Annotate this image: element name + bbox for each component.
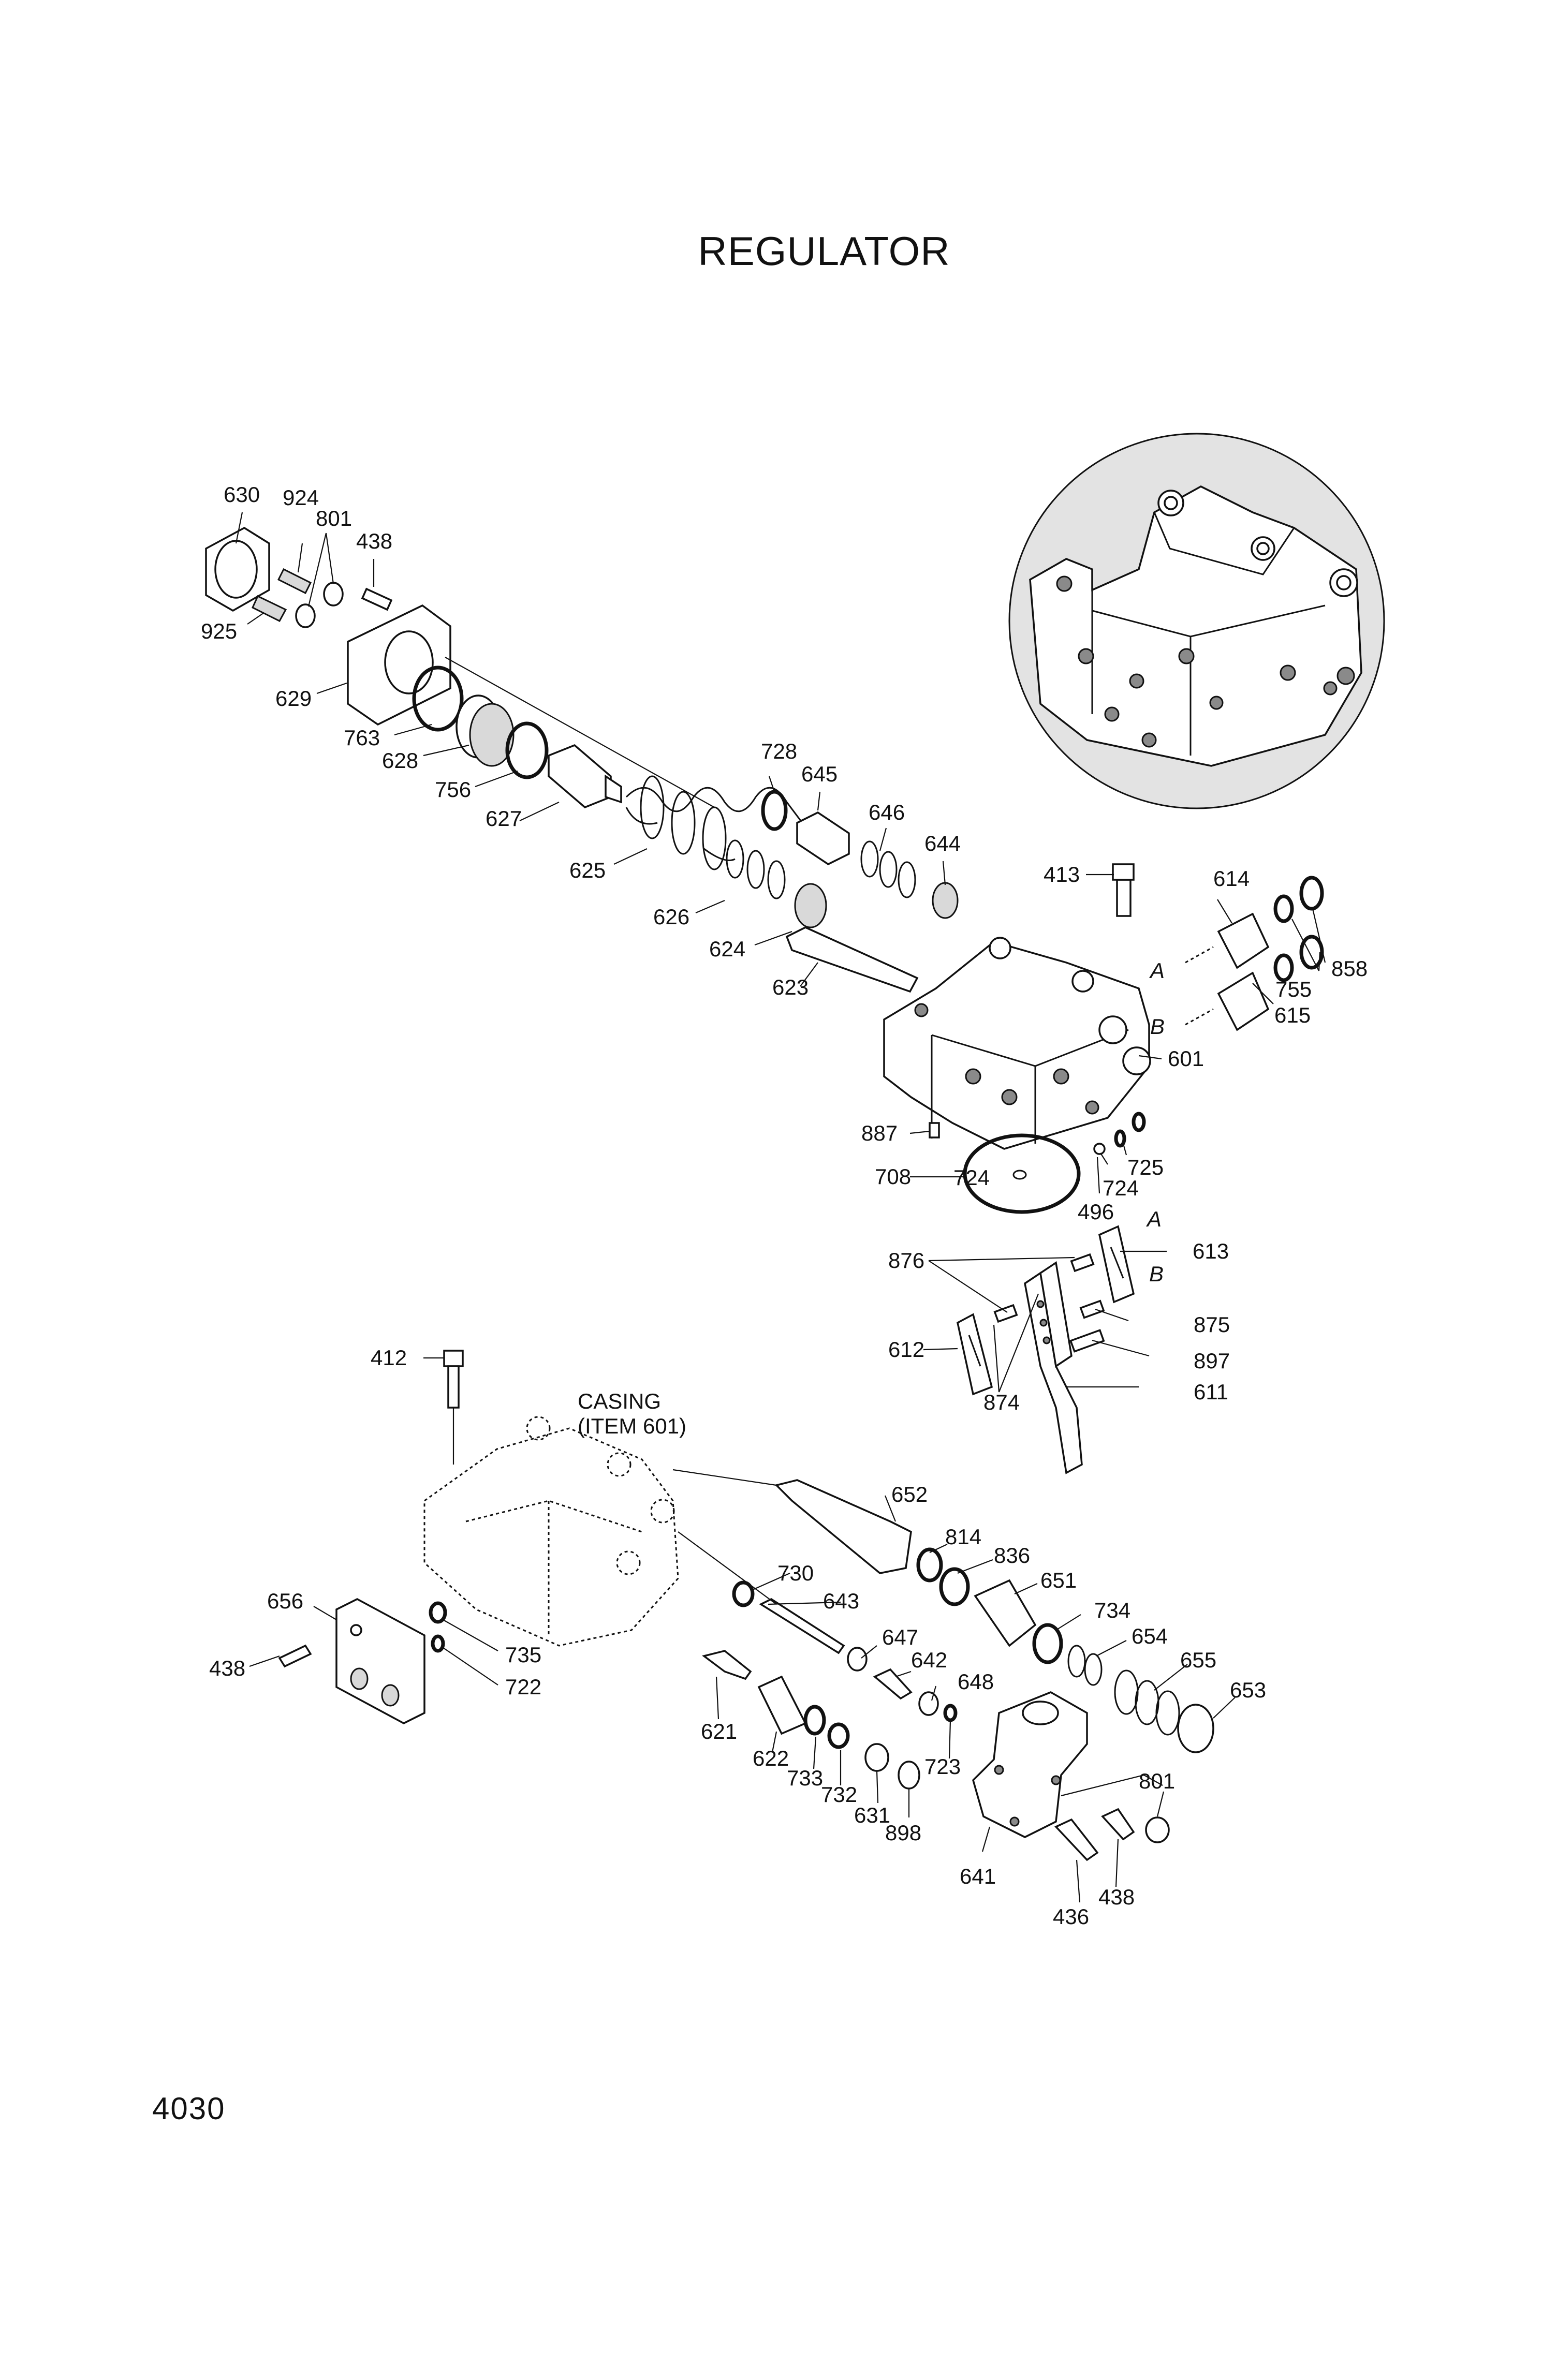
callout-624: 624 [709, 937, 745, 961]
callout-801: 801 [1139, 1769, 1175, 1793]
callout-647: 647 [882, 1625, 918, 1649]
port-letters: A B A B [1145, 958, 1165, 1286]
callout-654: 654 [1132, 1624, 1168, 1648]
callout-615: 615 [1274, 1003, 1311, 1027]
callout-412: 412 [371, 1346, 407, 1370]
callout-614: 614 [1213, 866, 1250, 891]
callout-874: 874 [983, 1390, 1020, 1414]
callout-630: 630 [224, 482, 260, 507]
callout-732: 732 [821, 1782, 857, 1807]
page-number: 4030 [152, 2091, 226, 2126]
callout-898: 898 [885, 1821, 921, 1845]
callout-413: 413 [1044, 862, 1080, 886]
callout-755: 755 [1275, 977, 1312, 1001]
callout-708: 708 [875, 1164, 911, 1189]
callout-642: 642 [911, 1648, 947, 1672]
callout-645: 645 [801, 762, 838, 786]
callout-756: 756 [435, 777, 471, 802]
port-letter-a: A [1149, 958, 1165, 983]
callout-625: 625 [569, 858, 606, 882]
callout-723: 723 [924, 1754, 961, 1779]
callout-876: 876 [888, 1248, 924, 1273]
callout-725: 725 [1127, 1155, 1164, 1179]
callout-601: 601 [1168, 1046, 1204, 1071]
callout-924: 924 [283, 485, 319, 510]
callout-656: 656 [267, 1589, 303, 1613]
callout-621: 621 [701, 1719, 737, 1743]
callout-641: 641 [960, 1864, 996, 1888]
port-letter-b: B [1149, 1262, 1164, 1286]
leader-lines [235, 512, 1326, 1903]
page-title: REGULATOR [698, 228, 950, 274]
callout-623: 623 [772, 975, 809, 999]
casing-note-line1: CASING [578, 1389, 661, 1413]
callout-728: 728 [761, 739, 797, 763]
casing-601-upper [883, 863, 1324, 1214]
callout-814: 814 [945, 1525, 981, 1549]
callout-724: 724 [1103, 1176, 1139, 1200]
callout-628: 628 [382, 748, 418, 773]
callout-836: 836 [994, 1543, 1030, 1568]
callout-611: 611 [1194, 1380, 1228, 1404]
callout-730: 730 [777, 1561, 814, 1585]
callout-629: 629 [275, 686, 312, 711]
casing-note-line2: (ITEM 601) [578, 1414, 686, 1438]
callout-651: 651 [1040, 1568, 1077, 1592]
callout-925: 925 [201, 619, 237, 643]
callout-801: 801 [316, 506, 352, 530]
callout-875: 875 [1194, 1312, 1230, 1337]
callout-763: 763 [344, 726, 380, 750]
callout-858: 858 [1331, 956, 1368, 981]
callout-436: 436 [1053, 1904, 1089, 1929]
callout-438: 438 [356, 529, 392, 553]
callout-627: 627 [486, 806, 522, 831]
port-letter-b: B [1150, 1014, 1165, 1039]
lower-parts-group [672, 1469, 1214, 1861]
callout-652: 652 [891, 1482, 928, 1506]
callout-724: 724 [953, 1165, 990, 1190]
callout-646: 646 [869, 800, 905, 824]
callout-631: 631 [854, 1803, 890, 1827]
callout-653: 653 [1230, 1678, 1266, 1702]
callout-897: 897 [1194, 1349, 1230, 1373]
callout-735: 735 [505, 1643, 541, 1667]
callout-643: 643 [823, 1589, 859, 1613]
callout-722: 722 [505, 1675, 541, 1699]
callout-612: 612 [888, 1337, 924, 1362]
callout-438: 438 [1098, 1885, 1135, 1909]
port-letter-a: A [1145, 1207, 1162, 1231]
callout-648: 648 [958, 1669, 994, 1694]
part-number-callouts: 630 924 801 438 925 629 763 628 756 627 … [201, 482, 1368, 1929]
callout-496: 496 [1078, 1200, 1114, 1224]
callout-733: 733 [787, 1766, 823, 1790]
assembled-regulator-inset [1008, 433, 1385, 809]
callout-887: 887 [861, 1121, 898, 1145]
callout-655: 655 [1180, 1648, 1216, 1672]
upper-parts-group [205, 526, 959, 993]
casing-dotted-lower [278, 1350, 679, 1724]
callout-626: 626 [653, 905, 689, 929]
callout-613: 613 [1193, 1239, 1229, 1263]
callout-622: 622 [753, 1746, 789, 1770]
callout-734: 734 [1094, 1598, 1130, 1622]
callout-438: 438 [209, 1656, 245, 1680]
link-group [957, 1225, 1135, 1474]
callout-644: 644 [924, 831, 961, 855]
